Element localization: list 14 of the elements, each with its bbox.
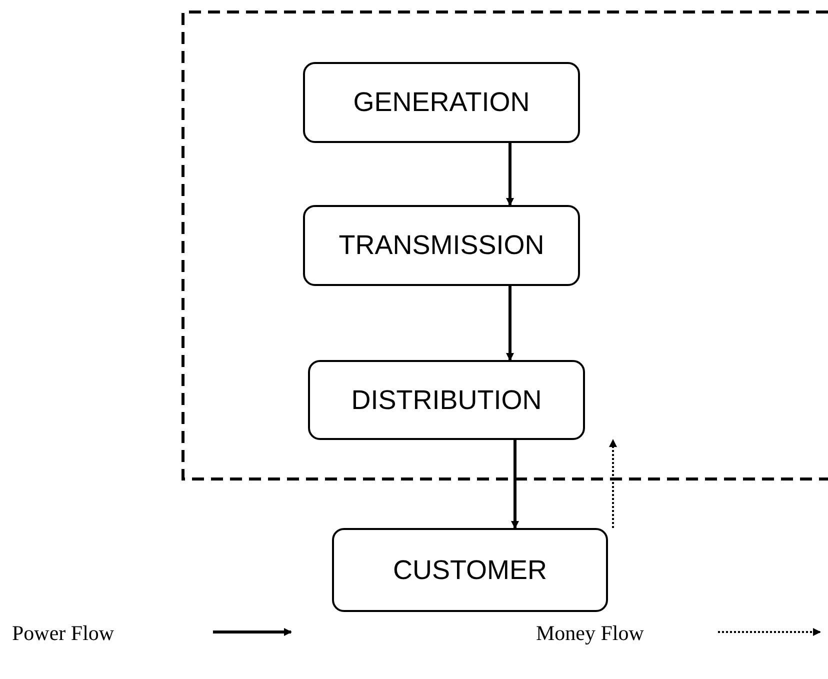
box-label: DISTRIBUTION: [351, 384, 542, 417]
arrow: [609, 439, 617, 528]
box-label: CUSTOMER: [392, 554, 547, 587]
process-box: [308, 360, 585, 440]
legend-label: Money Flow: [536, 620, 644, 647]
process-box: [332, 528, 608, 612]
legend-label: Power Flow: [12, 620, 114, 647]
arrow: [506, 143, 514, 206]
process-box: [303, 62, 580, 143]
process-box: [303, 205, 580, 286]
arrow: [506, 286, 514, 361]
arrow: [511, 440, 519, 529]
box-label: TRANSMISSION: [338, 229, 544, 262]
box-label: GENERATION: [353, 86, 530, 120]
